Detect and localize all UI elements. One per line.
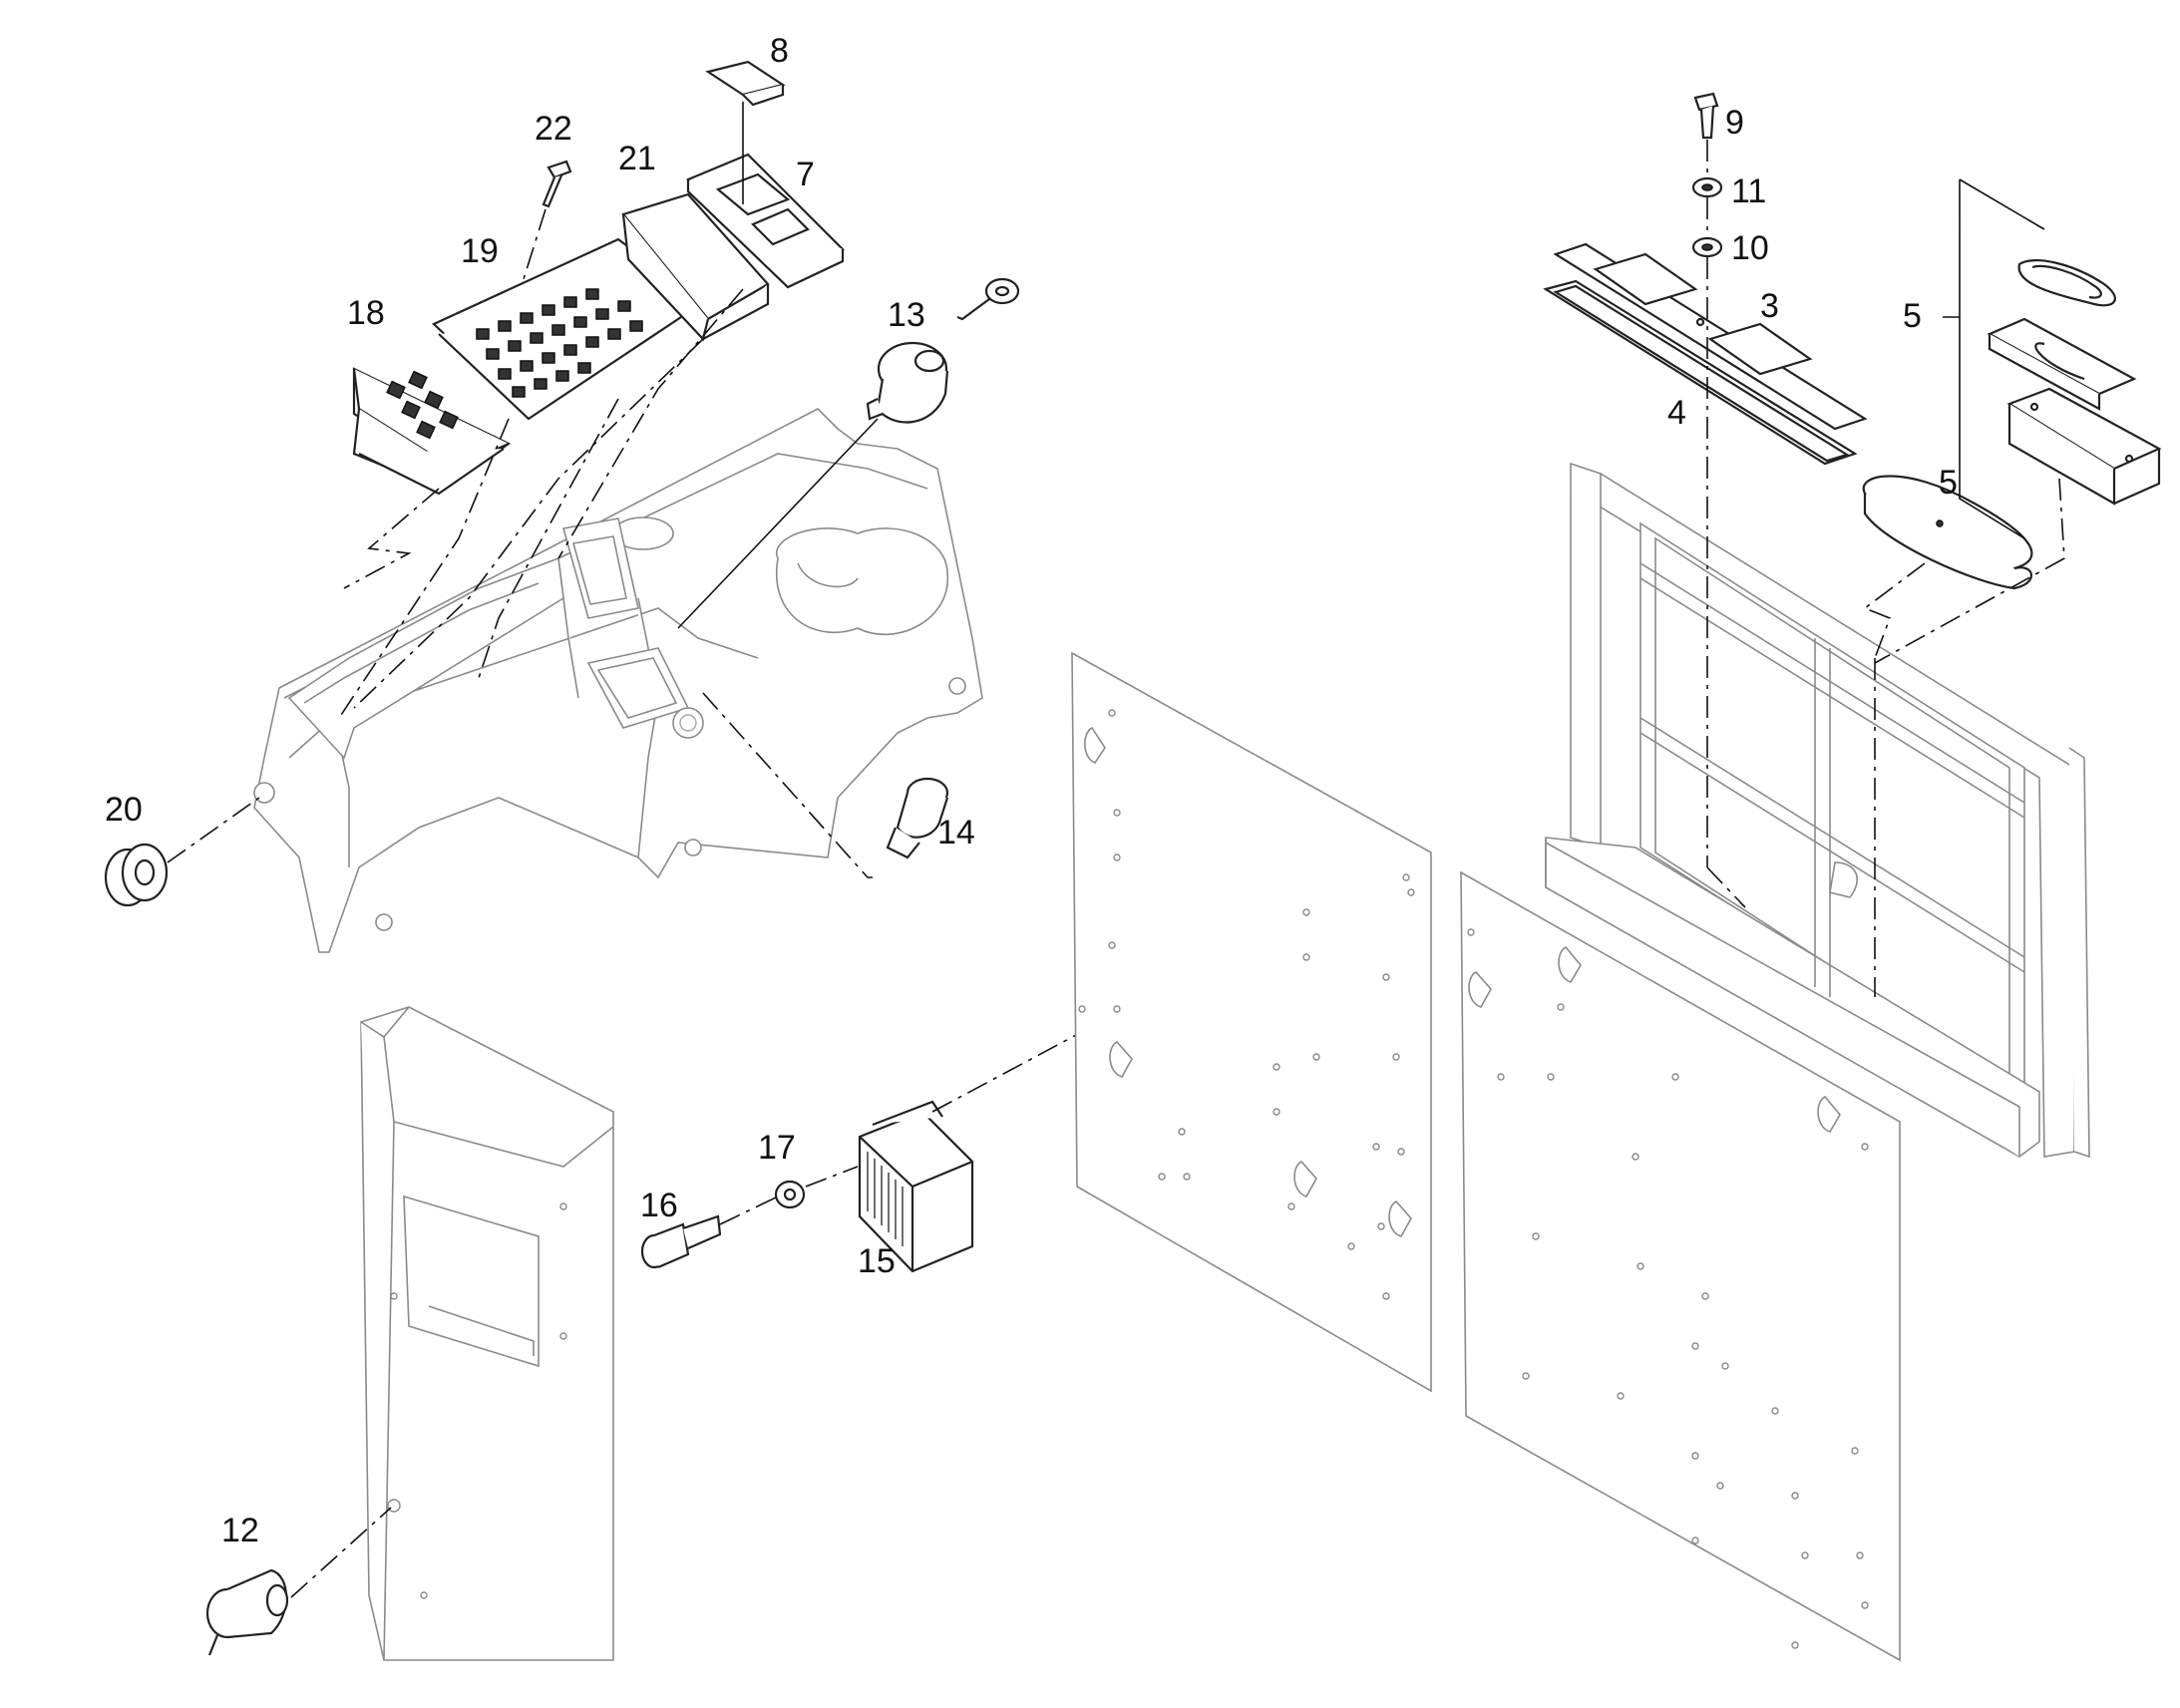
leader-18 bbox=[343, 488, 440, 589]
callout-10: 10 bbox=[1731, 229, 1769, 267]
callout-4: 4 bbox=[1667, 394, 1686, 432]
callout-7: 7 bbox=[796, 156, 815, 193]
callout-15: 15 bbox=[858, 1242, 896, 1280]
bolt-part-16 bbox=[640, 1214, 722, 1269]
callout-8: 8 bbox=[770, 32, 789, 70]
leader-7 bbox=[557, 288, 744, 559]
callout-5-lower: 5 bbox=[1939, 464, 1958, 502]
callout-5-upper: 5 bbox=[1903, 297, 1922, 335]
bracket-part-5 bbox=[1987, 317, 2137, 411]
callout-16: 16 bbox=[640, 1187, 678, 1224]
callout-22: 22 bbox=[535, 110, 572, 148]
callout-14: 14 bbox=[937, 814, 975, 852]
leader-21 bbox=[353, 338, 704, 709]
washer-part-10 bbox=[1691, 236, 1723, 258]
block-part-5 bbox=[2006, 387, 2162, 506]
panel-part-7 bbox=[686, 153, 845, 289]
pad-part-5 bbox=[1862, 475, 2033, 590]
keypad-part-19 bbox=[432, 237, 700, 421]
leader-14 bbox=[702, 692, 873, 878]
leader-22 bbox=[523, 208, 546, 280]
callout-18: 18 bbox=[347, 294, 385, 332]
leader-12 bbox=[290, 1507, 392, 1598]
leader-13 bbox=[677, 418, 879, 629]
leader-19b bbox=[478, 398, 619, 679]
callout-20: 20 bbox=[105, 791, 143, 829]
washer-part-11 bbox=[1691, 176, 1723, 198]
leader-5b bbox=[1863, 478, 2065, 664]
callout-9: 9 bbox=[1725, 104, 1744, 142]
side-panel bbox=[360, 1006, 614, 1661]
bolt-part-9 bbox=[1693, 92, 1719, 140]
switch-part-12 bbox=[205, 1568, 289, 1656]
floor-plate-right bbox=[1460, 870, 1901, 1662]
ignition-switch-part-13 bbox=[866, 341, 949, 424]
socket-part-14 bbox=[886, 777, 949, 859]
leader-3 bbox=[1706, 866, 1746, 908]
module-part-15 bbox=[858, 1100, 974, 1273]
callout-19: 19 bbox=[461, 232, 499, 270]
switch-panel-part-18 bbox=[352, 367, 512, 496]
housing-part-21 bbox=[621, 192, 770, 342]
callout-11: 11 bbox=[1731, 172, 1766, 210]
callout-13: 13 bbox=[888, 296, 925, 334]
leader-19 bbox=[338, 418, 510, 719]
leader-20 bbox=[167, 797, 260, 863]
cover-plate-part-3 bbox=[1553, 242, 1868, 431]
bracket-part-8 bbox=[705, 60, 786, 107]
ring-part-5 bbox=[2017, 259, 2116, 307]
washer-part-17 bbox=[774, 1180, 806, 1209]
floor-plate-left bbox=[1071, 651, 1432, 1393]
screw-part-22 bbox=[542, 160, 572, 208]
callout-21: 21 bbox=[618, 140, 656, 177]
seat-frame bbox=[1545, 462, 2090, 1159]
leader-5 bbox=[1959, 178, 2045, 539]
gasket-part-4 bbox=[1543, 279, 1858, 466]
key-part-13 bbox=[956, 277, 1020, 321]
grommet-part-20 bbox=[104, 843, 169, 907]
callout-12: 12 bbox=[221, 1512, 259, 1549]
callout-3: 3 bbox=[1760, 287, 1779, 325]
callout-17: 17 bbox=[758, 1129, 796, 1167]
